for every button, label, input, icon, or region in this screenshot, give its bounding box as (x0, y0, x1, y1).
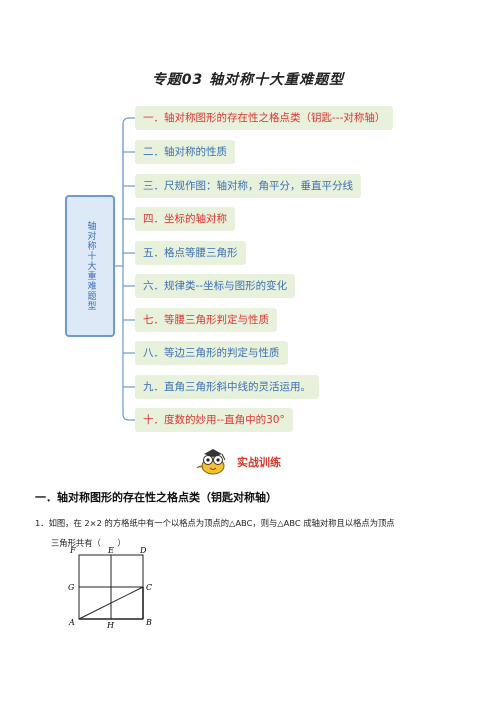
mind-item-9: 九．直角三角形斜中线的灵活运用。 (135, 375, 319, 399)
mind-item-7: 七．等腰三角形判定与性质 (135, 308, 277, 332)
question-line-1: 1．如图，在 2×2 的方格纸中有一个以格点为顶点的△ABC，则与△ABC 成轴… (35, 518, 395, 528)
label-G: G (68, 583, 75, 592)
question-line-2: 三角形共有（ ） (51, 538, 126, 548)
mind-item-10: 十．度数的妙用--直角中的30° (135, 408, 293, 432)
label-D: D (139, 546, 147, 555)
section-heading: 一．轴对称图形的存在性之格点类（钥匙对称轴） (35, 491, 277, 504)
mind-item-3: 三．尺规作图：轴对称，角平分，垂直平分线 (135, 174, 361, 198)
label-F: F (69, 546, 76, 555)
mind-item-5: 五．格点等腰三角形 (135, 241, 246, 265)
label-C: C (146, 583, 152, 592)
label-A: A (68, 618, 75, 627)
mind-item-1: 一．轴对称图形的存在性之格点类（钥匙---对称轴） (135, 106, 394, 130)
label-E: E (107, 546, 114, 555)
practice-banner: 实战训练 (237, 456, 281, 469)
grid-figure: F E D G C A H B (68, 546, 152, 629)
label-H: H (106, 621, 115, 629)
question-1: 1．如图，在 2×2 的方格纸中有一个以格点为顶点的△ABC，则与△ABC 成轴… (35, 513, 465, 553)
label-B: B (145, 618, 152, 627)
mind-item-4: 四．坐标的轴对称 (135, 207, 235, 231)
mind-item-6: 六．规律类--坐标与图形的变化 (135, 274, 296, 298)
mind-map-connectors (115, 117, 135, 421)
mind-item-8: 八．等边三角形的判定与性质 (135, 341, 288, 365)
mascot-icon (196, 449, 226, 475)
mind-map-root: 轴对称十大重难题型 (65, 195, 115, 337)
mind-map-root-label: 轴对称十大重难题型 (85, 221, 96, 311)
mind-item-2: 二．轴对称的性质 (135, 140, 235, 164)
document-title: 专题03 轴对称十大重难题型 (151, 72, 345, 88)
